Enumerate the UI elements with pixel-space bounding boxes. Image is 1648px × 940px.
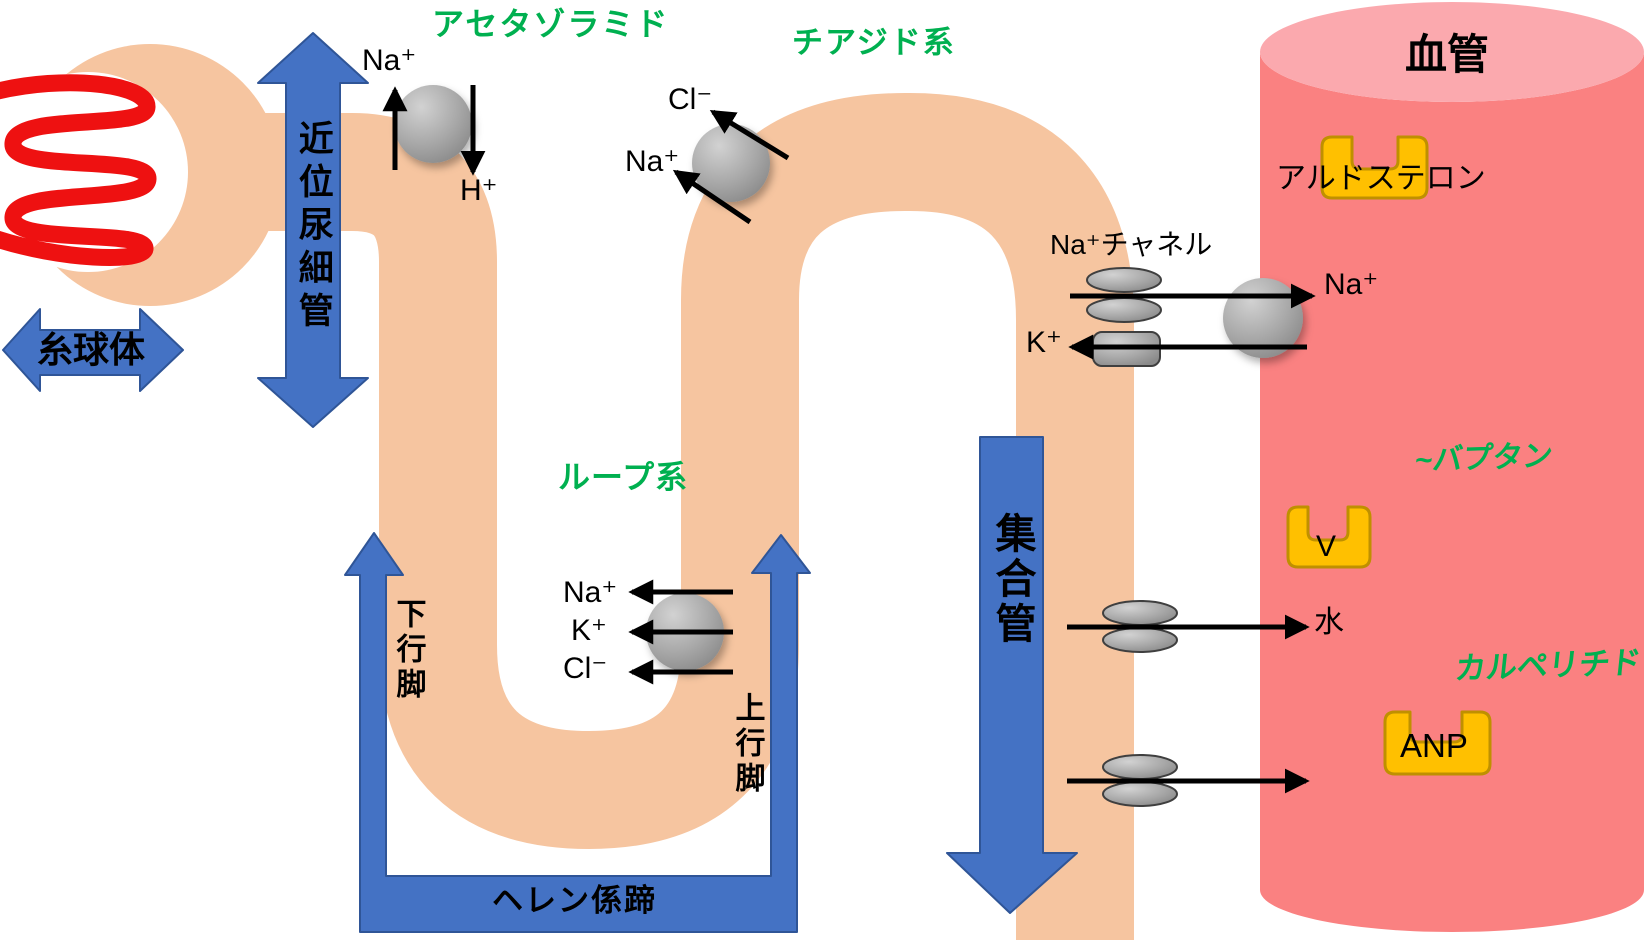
- loop-of-henle-bracket-arrows: [344, 532, 811, 933]
- glomerulus-label: 糸球体: [37, 329, 146, 370]
- drug-label-carperitide: カルペリチド: [1453, 644, 1643, 687]
- aquaporin1-lower-ellipse: [1102, 627, 1178, 653]
- vessel-label: 血管: [1405, 31, 1490, 78]
- v-receptor-label: V: [1316, 530, 1337, 563]
- glomerulus-double-arrow: [2, 308, 184, 392]
- drug-label-loop-diuretics: ループ系: [558, 459, 689, 495]
- ion-label-na-loop: Na⁺: [563, 576, 618, 609]
- aquaporin2-lower-ellipse: [1102, 781, 1178, 807]
- ion-label-cl-loop: Cl⁻: [563, 652, 608, 685]
- aquaporin2-upper-ellipse: [1102, 754, 1178, 780]
- aldosterone-label: アルドステロン: [1276, 162, 1486, 195]
- glomerulus-coil: [0, 74, 157, 266]
- ion-label-cl-thiazide: Cl⁻: [668, 83, 713, 116]
- v-receptor: [1286, 505, 1372, 569]
- proximal-tubule-double-arrow: [257, 32, 369, 428]
- ion-label-na-proximal: Na⁺: [362, 44, 417, 77]
- ion-label-k-collecting: K⁺: [1026, 326, 1062, 359]
- anp-receptor: [1383, 710, 1492, 776]
- proximal-transporter-circle: [394, 85, 472, 163]
- drug-label-thiazide: チアジド系: [792, 25, 956, 60]
- proximal-tubule-label: 近位尿細管: [293, 120, 333, 335]
- descending-limb-label: 下行脚: [391, 598, 425, 703]
- nephron-tubule: [250, 93, 1134, 940]
- na-channel-lower-ellipse: [1086, 297, 1162, 323]
- aquaporin1-upper-ellipse: [1102, 600, 1178, 626]
- anp-receptor-label: ANP: [1400, 727, 1468, 764]
- collecting-duct-arrow: [946, 436, 1078, 914]
- ascending-limb-label: 上行脚: [730, 692, 764, 797]
- blood-vessel-cylinder: [1260, 2, 1644, 932]
- thiazide-transporter-circle: [692, 124, 770, 202]
- aldosterone-receptor: [1320, 135, 1429, 200]
- na-channel-label: Na⁺チャネル: [1050, 229, 1213, 260]
- drug-label-acetazolamide: アセタゾラミド: [432, 6, 670, 42]
- ion-label-h-proximal: H⁺: [460, 174, 498, 207]
- ion-label-na-thiazide: Na⁺: [625, 145, 680, 178]
- loop-of-henle-label: ヘレン係蹄: [492, 883, 657, 918]
- thiazide-na-arrow: [672, 169, 752, 225]
- ion-label-na-vessel: Na⁺: [1324, 268, 1379, 301]
- na-channel-upper-ellipse: [1086, 267, 1162, 293]
- thiazide-cl-arrow: [709, 109, 790, 161]
- ion-label-k-loop: K⁺: [571, 614, 607, 647]
- drug-label-vaptan: ~バプタン: [1413, 439, 1555, 478]
- collecting-duct-label: 集合管: [989, 512, 1036, 647]
- water-label: 水: [1314, 606, 1344, 639]
